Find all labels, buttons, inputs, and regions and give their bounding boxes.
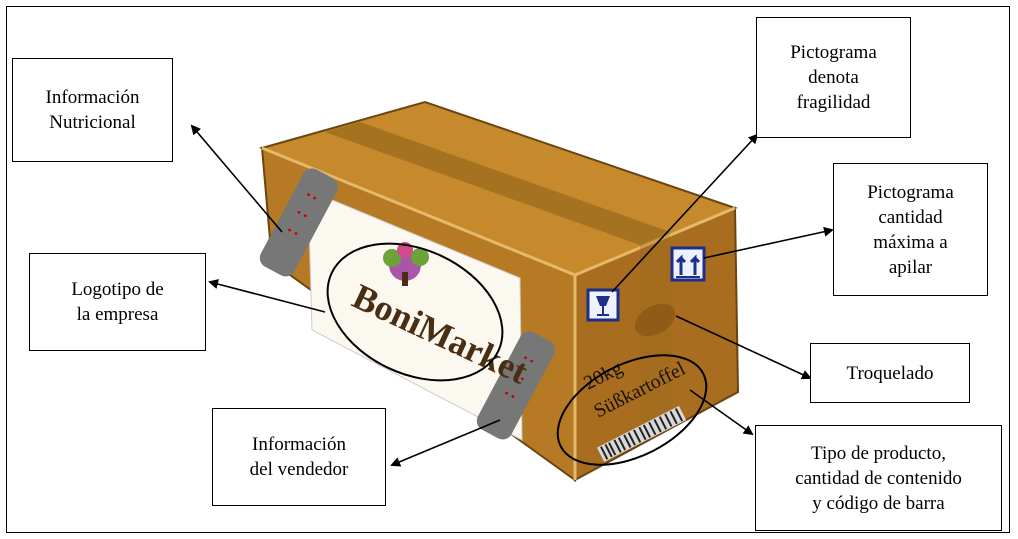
barcode-icon xyxy=(596,405,687,462)
top-tape xyxy=(325,122,670,245)
arrow-info-vendedor xyxy=(390,419,501,467)
arrow-logotipo xyxy=(208,279,326,313)
stacking-arrows-icon xyxy=(670,246,706,282)
label-logotipo-empresa-text: Logotipo de la empresa xyxy=(71,279,164,325)
product-highlight-ellipse xyxy=(556,354,708,466)
end-tape xyxy=(640,232,672,440)
label-pictograma-fragilidad: Pictograma denota fragilidad xyxy=(756,17,911,138)
diagram-frame xyxy=(6,6,1010,533)
label-tipo-producto-text: Tipo de producto, cantidad de contenido … xyxy=(795,442,962,514)
label-informacion-vendedor-text: Información del vendedor xyxy=(249,434,349,480)
front-label-band xyxy=(307,189,523,441)
arrow-tipo-producto xyxy=(689,389,754,436)
arrow-fragilidad xyxy=(611,133,759,293)
label-pictograma-apilar-text: Pictograma cantidad máxima a apilar xyxy=(867,181,954,278)
seller-info-panel: • • • • • • xyxy=(476,331,555,440)
arrow-apilar xyxy=(703,226,834,259)
label-pictograma-fragilidad-text: Pictograma denota fragilidad xyxy=(790,42,877,113)
logo-highlight-ellipse xyxy=(326,242,504,382)
handle-cutout xyxy=(634,303,676,337)
label-logotipo-empresa: Logotipo de la empresa xyxy=(29,253,206,351)
arrow-troquelado xyxy=(675,315,812,380)
label-informacion-nutricional-text: Información Nutricional xyxy=(45,87,140,133)
label-tipo-producto: Tipo de producto, cantidad de contenido … xyxy=(755,425,1002,531)
nutrition-info-panel: • • • • • • xyxy=(259,168,338,277)
label-troquelado: Troquelado xyxy=(810,343,970,403)
arrow-info-nutricional xyxy=(190,124,283,233)
fragile-glass-icon xyxy=(586,288,620,322)
label-troquelado-text: Troquelado xyxy=(846,362,934,384)
label-informacion-nutricional: Información Nutricional xyxy=(12,58,173,162)
label-informacion-vendedor: Información del vendedor xyxy=(212,408,386,506)
label-pictograma-apilar: Pictograma cantidad máxima a apilar xyxy=(833,163,988,296)
